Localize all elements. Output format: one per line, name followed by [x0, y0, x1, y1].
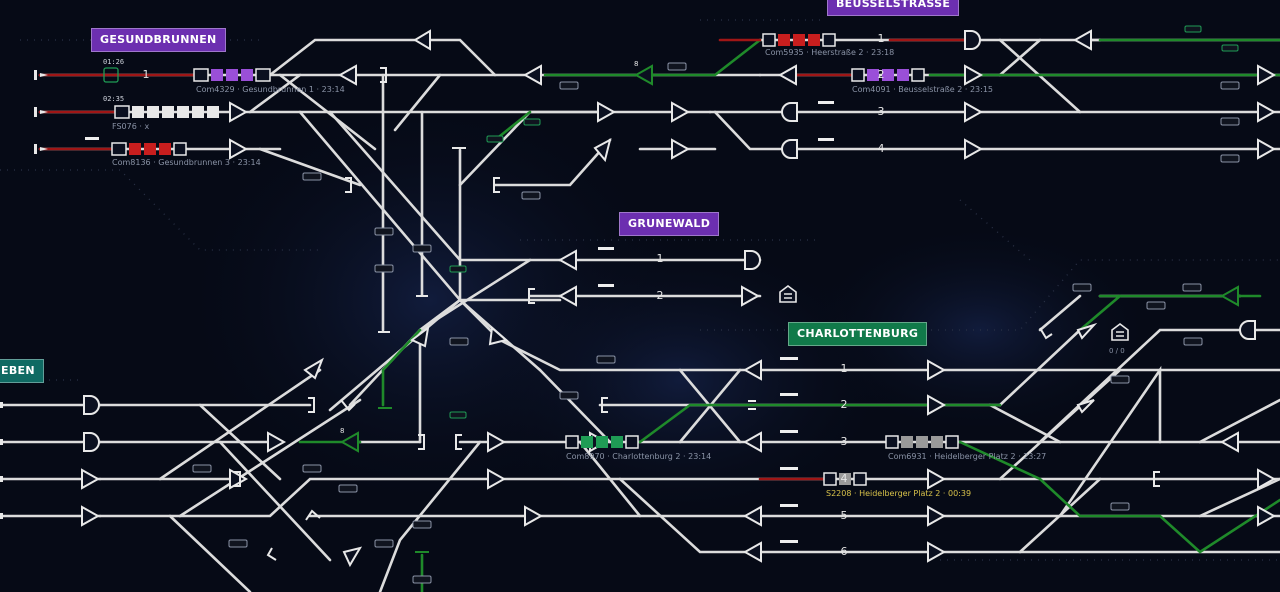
track-number: 2	[877, 68, 885, 81]
track-number: 3	[877, 105, 885, 118]
track-number: 2	[840, 398, 848, 411]
track-number: 3	[840, 435, 848, 448]
train-s2208[interactable]	[823, 472, 867, 486]
train-com6931[interactable]	[885, 435, 959, 449]
train-com4091[interactable]	[851, 68, 925, 82]
train-label-com8136: Com8136 · Gesundbrunnen 3 · 23:14	[112, 158, 261, 167]
track-tags	[192, 62, 1240, 584]
train-com4329[interactable]	[193, 68, 271, 82]
signal-counter-a: 8	[634, 60, 639, 68]
track-number: 1	[656, 252, 664, 265]
buffer-stops	[83, 30, 1256, 452]
signal-counter-b: 8	[340, 427, 345, 435]
entry-clock-2: 02:35	[103, 95, 125, 103]
station-grunewald[interactable]: Grunewald	[619, 212, 720, 236]
exit-routes	[38, 38, 967, 481]
station-charlottenburg[interactable]: Charlottenburg	[788, 322, 928, 346]
train-com8970[interactable]	[565, 435, 639, 449]
train-com8136[interactable]	[111, 142, 187, 156]
train-label-com4091: Com4091 · Beusselstraße 2 · 23:15	[852, 85, 994, 94]
station-beusselstrasse[interactable]: Beusselstraße	[827, 0, 960, 16]
entry-clock-1: 01:26	[103, 58, 125, 66]
entry-markers	[34, 70, 48, 154]
depot-counter: 0 / 0	[1109, 347, 1125, 355]
track-number: 1	[840, 362, 848, 375]
entry-clock-icon	[103, 67, 119, 83]
train-label-com4329: Com4329 · Gesundbrunnen 1 · 23:14	[196, 85, 345, 94]
train-com5935[interactable]	[762, 33, 836, 47]
track-number: 4	[877, 142, 885, 155]
track-number: 1	[877, 32, 885, 45]
station-left-partial[interactable]: eben	[0, 359, 44, 383]
active-routes	[298, 38, 1280, 592]
track-number: 5	[840, 509, 848, 522]
track-number: 1	[142, 68, 150, 81]
track-number: 6	[840, 545, 848, 558]
track-number: 4	[840, 472, 848, 485]
train-label-fs076: FS076 · x	[112, 122, 150, 131]
train-label-s2208: S2208 · Heidelberger Platz 2 · 00:39	[826, 489, 972, 498]
track-number: 2	[656, 289, 664, 302]
train-label-com6931: Com6931 · Heidelberger Platz 2 · 23:27	[888, 452, 1047, 461]
signals	[81, 29, 1277, 568]
train-label-com8970: Com8970 · Charlottenburg 2 · 23:14	[566, 452, 712, 461]
train-label-com5935: Com5935 · Heerstraße 2 · 23:18	[765, 48, 895, 57]
train-fs076[interactable]	[114, 105, 219, 119]
station-gesundbrunnen[interactable]: Gesundbrunnen	[91, 28, 226, 52]
depot-icon	[779, 285, 1129, 341]
